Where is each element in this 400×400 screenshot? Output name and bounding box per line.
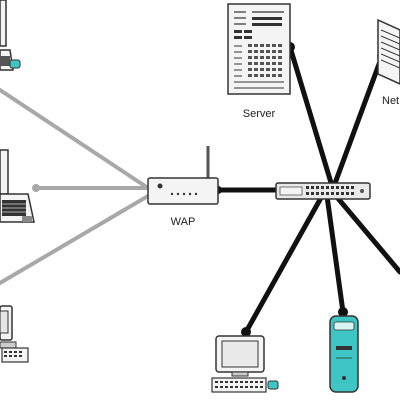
laptop-middle-left-icon xyxy=(0,149,35,223)
tower-pc-icon xyxy=(329,315,359,393)
server-label: Server xyxy=(243,108,276,120)
network-device-icon xyxy=(377,18,400,85)
wired-links xyxy=(215,44,400,335)
wireless-link-bottom-left xyxy=(0,194,150,285)
workstation-bottom-icon xyxy=(211,335,279,393)
wired-link-workstation xyxy=(243,193,325,335)
wired-link-server xyxy=(287,44,335,189)
wireless-link-node xyxy=(32,184,40,192)
wap-label: WAP xyxy=(171,216,196,228)
server-icon xyxy=(227,3,291,95)
network-device-label: Net xyxy=(382,95,399,107)
wired-link-tower xyxy=(324,193,346,315)
desktop-bottom-left-icon xyxy=(0,305,29,363)
wireless-links xyxy=(0,88,150,285)
laptop-top-left-icon xyxy=(0,0,21,71)
wap-icon xyxy=(147,146,219,205)
wireless-link-top-left xyxy=(0,88,150,190)
wired-link-right xyxy=(333,193,400,275)
network-switch-icon xyxy=(275,182,371,200)
wired-link-network-device xyxy=(331,53,385,189)
